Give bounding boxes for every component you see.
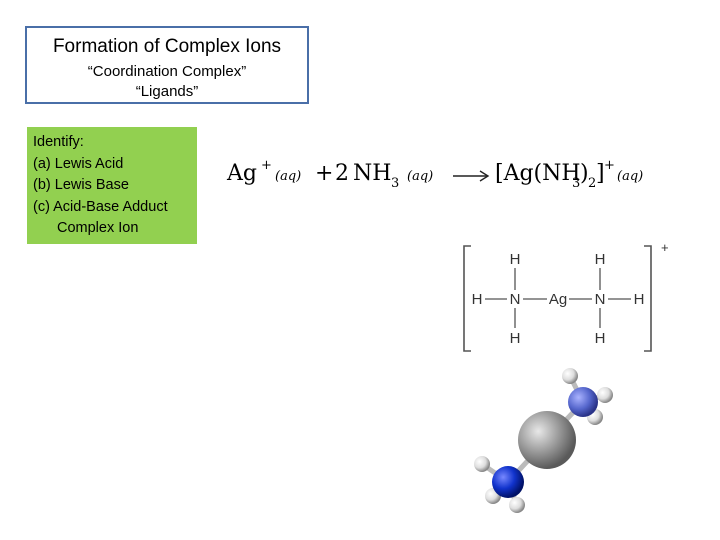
slide-title: Formation of Complex Ions xyxy=(52,36,282,57)
eq-silver-charge: + xyxy=(261,158,272,173)
lewis-atom-n-right: N xyxy=(595,291,606,308)
identify-item-adduct: (c) Acid-Base Adduct xyxy=(33,198,168,215)
lewis-atom-ag: Ag xyxy=(549,291,567,308)
nitrogen-atom-top xyxy=(568,387,598,417)
eq-silver-ion: Ag xyxy=(226,161,257,186)
eq-coefficient: 2 xyxy=(335,161,349,186)
lewis-brackets xyxy=(463,245,652,352)
hydrogen-atom xyxy=(474,456,490,472)
lewis-charge: + xyxy=(661,240,669,255)
hydrogen-atom xyxy=(562,368,578,384)
eq-plus: + xyxy=(315,161,333,186)
nitrogen-atom-bottom xyxy=(492,466,524,498)
lewis-atom-h-bottom-left: H xyxy=(510,330,521,347)
identify-box: Identify: (a) Lewis Acid (b) Lewis Base … xyxy=(27,127,197,244)
subtitle-coordination-complex: “Coordination Complex” xyxy=(87,63,247,80)
eq-state-3: (aq) xyxy=(617,169,643,184)
title-box: Formation of Complex Ions “Coordination … xyxy=(25,26,309,104)
eq-product-sub2: 2 xyxy=(588,176,596,191)
hydrogen-atom xyxy=(509,497,525,513)
subtitle-ligands: “Ligands” xyxy=(135,83,199,100)
eq-ammonia-subscript: 3 xyxy=(391,176,399,191)
eq-product-sub3: 3 xyxy=(572,176,580,191)
eq-product-bracket: ] xyxy=(596,161,605,186)
eq-ammonia: NH xyxy=(353,161,391,186)
lewis-atom-n-left: N xyxy=(510,291,521,308)
silver-atom xyxy=(518,411,576,469)
lewis-atom-h-top-left: H xyxy=(510,251,521,268)
lewis-atom-h-left: H xyxy=(472,291,483,308)
eq-state-1: (aq) xyxy=(275,169,301,184)
lewis-atom-h-bottom-right: H xyxy=(595,330,606,347)
lewis-structure: H H H N Ag N H H H + xyxy=(463,240,669,352)
lewis-atom-h-right: H xyxy=(634,291,645,308)
eq-product-charge: + xyxy=(604,158,615,173)
hydrogen-atom xyxy=(597,387,613,403)
identify-item-lewis-acid: (a) Lewis Acid xyxy=(33,155,124,172)
reaction-equation: Ag + (aq) + 2 NH 3 (aq) [Ag(NH 3 ) 2 ] +… xyxy=(226,158,643,191)
lewis-atom-h-top-right: H xyxy=(595,251,606,268)
eq-product-complex: [Ag(NH xyxy=(495,161,581,186)
lewis-bonds xyxy=(485,268,631,328)
identify-item-lewis-base: (b) Lewis Base xyxy=(33,177,129,193)
ball-and-stick-model xyxy=(474,368,613,513)
eq-product-close-paren: ) xyxy=(580,161,589,186)
identify-heading: Identify: xyxy=(33,134,84,150)
reaction-arrow xyxy=(453,170,490,182)
identify-item-complex-ion: Complex Ion xyxy=(57,220,139,236)
eq-state-2: (aq) xyxy=(407,169,433,184)
